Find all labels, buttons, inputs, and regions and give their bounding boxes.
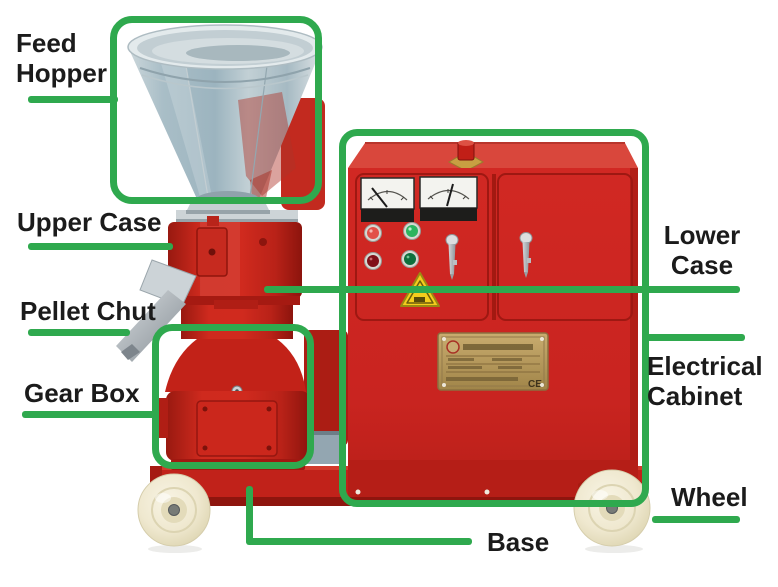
feed-hopper-part (127, 24, 323, 214)
electrical-cabinet-pointer-line (645, 334, 745, 341)
electrical-cabinet-label: Electrical Cabinet (647, 351, 763, 411)
base-pointer-line-horizontal (246, 538, 472, 545)
feed-hopper-label: Feed Hopper (16, 28, 107, 88)
wheel-label: Wheel (671, 482, 748, 512)
pellet-chute-part (116, 259, 197, 362)
ce-mark: CE (528, 379, 542, 390)
cabinet-right-door (497, 173, 633, 321)
gear-box-pointer-line (22, 411, 159, 418)
emergency-button (447, 140, 485, 172)
right-door-key (519, 232, 533, 278)
left-wheel-part (137, 473, 211, 547)
cabinet-top-face (348, 143, 638, 168)
indicator-light-red (364, 224, 382, 242)
analog-gauge-left (360, 177, 415, 222)
indicator-light-dark-green (401, 250, 419, 268)
pellet-chut-label: Pellet Chut (20, 296, 156, 326)
lower-case-pointer-line (264, 286, 740, 293)
feed-hopper-highlight-box (110, 16, 322, 204)
upper-case-label: Upper Case (17, 207, 162, 237)
upper-case-part (168, 210, 302, 339)
upper-case-pointer-line (28, 243, 173, 250)
analog-gauge-right (419, 176, 478, 221)
gear-box-part (158, 339, 310, 470)
indicator-light-green (403, 222, 421, 240)
electrical-cabinet-highlight-box (339, 129, 649, 507)
electrical-cabinet-part: CE (348, 140, 638, 497)
gear-box-highlight-box (152, 324, 314, 469)
base-label: Base (487, 527, 550, 557)
indicator-light-dark-red (364, 252, 382, 270)
base-pointer-line-vertical (246, 486, 253, 544)
cabinet-left-door (355, 173, 489, 321)
gear-box-label: Gear Box (24, 378, 140, 408)
feed-hopper-pointer-line (28, 96, 118, 103)
nameplate: CE (437, 332, 549, 391)
left-door-key (445, 234, 459, 280)
wheel-pointer-line (652, 516, 740, 523)
nameplate-logo (446, 340, 460, 354)
lower-case-label: Lower Case (663, 220, 741, 280)
pellet-chut-pointer-line (28, 329, 130, 336)
